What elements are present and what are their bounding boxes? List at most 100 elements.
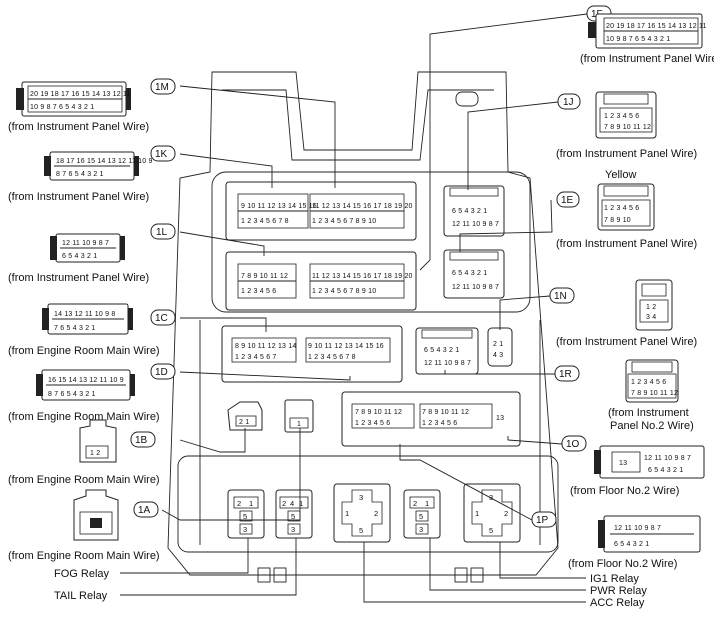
block-1m-right-row1: 11 12 13 14 15 16 17 18 19 20 (312, 203, 413, 210)
junction-block-body (167, 71, 559, 583)
block-socket-1j: 6 5 4 3 2 1 12 11 10 9 8 7 (443, 249, 505, 299)
fog-pin-2: 2 (237, 499, 241, 508)
conn-1e-row1: 1 2 3 4 5 6 (604, 205, 639, 212)
conn-1f-row2: 10 9 8 7 6 5 4 3 2 1 (606, 36, 670, 43)
relay-pwr: 2 1 5 3 (403, 489, 441, 539)
pwr-pin-5: 5 (419, 512, 423, 521)
acc-pin-3: 3 (359, 493, 363, 502)
block-socket-1c: 8 9 10 11 12 13 14 1 2 3 4 5 6 7 9 10 11… (221, 325, 403, 383)
connector-1p: 12 11 10 9 8 7 6 5 4 3 2 1 (from Floor N… (568, 515, 701, 570)
conn-1o-extra: 13 (619, 460, 627, 467)
conn-1o-row2: 6 5 4 3 2 1 (648, 467, 683, 474)
conn-1r-source-2: Panel No.2 Wire) (610, 420, 694, 432)
tail-pin-2: 2 (282, 499, 286, 508)
block-1c-right-row1: 9 10 11 12 13 14 15 16 (308, 343, 384, 350)
block-1l-left-row2: 1 2 3 4 5 6 (241, 288, 276, 295)
block-1b-row1: 2 1 (239, 419, 249, 426)
tail-pin-1: 1 (299, 499, 303, 508)
conn-1b-source: (from Engine Room Main Wire) (8, 474, 160, 486)
id-1p: 1P (536, 515, 549, 526)
block-1p-left-row1: 7 8 9 10 11 12 (355, 409, 402, 416)
block-1n-row1: 2 1 (493, 341, 503, 348)
ig1-pin-5: 5 (489, 526, 493, 535)
block-1l-right-row1: 11 12 13 14 15 16 17 18 19 20 (312, 273, 413, 280)
block-1c-left-row2: 1 2 3 4 5 6 7 (235, 354, 277, 361)
conn-1e-color: Yellow (605, 169, 636, 181)
connector-1l: 12 11 10 9 8 7 6 5 4 3 2 1 (from Instrum… (8, 233, 149, 284)
conn-1c-source: (from Engine Room Main Wire) (8, 345, 160, 357)
conn-1m-row1: 20 19 18 17 16 15 14 13 12 11 (30, 91, 131, 98)
id-1d: 1D (155, 367, 168, 378)
connector-1o: 13 12 11 10 9 8 7 6 5 4 3 2 1 (from Floo… (570, 445, 705, 497)
block-socket-1p: 7 8 9 10 11 12 1 2 3 4 5 6 7 8 9 10 11 1… (341, 391, 521, 447)
relay-fog: 2 1 5 3 (227, 489, 265, 539)
conn-1r-row2: 7 8 9 10 11 12 (631, 390, 678, 397)
block-1m-right-row2: 1 2 3 4 5 6 7 8 9 10 (312, 218, 376, 225)
block-1l-left-row1: 7 8 9 10 11 12 (241, 273, 288, 280)
conn-1m-source: (from Instrument Panel Wire) (8, 121, 149, 133)
conn-1m-row2: 10 9 8 7 6 5 4 3 2 1 (30, 104, 94, 111)
id-1c: 1C (155, 313, 168, 324)
label-tail-relay: TAIL Relay (54, 590, 108, 602)
connector-1e: Yellow 1 2 3 4 5 6 7 8 9 10 (from Instru… (556, 169, 697, 250)
connector-1c: 14 13 12 11 10 9 8 7 6 5 4 3 2 1 (from E… (8, 303, 160, 357)
pwr-pin-2: 2 (413, 499, 417, 508)
block-1c-left-row1: 8 9 10 11 12 13 14 (235, 343, 296, 350)
conn-1k-row1: 18 17 16 15 14 13 12 11 10 9 (56, 158, 153, 165)
id-1l: 1L (156, 227, 168, 238)
connector-1r: 1 2 3 4 5 6 7 8 9 10 11 12 (from Instrum… (608, 359, 694, 432)
block-socket-1r: 6 5 4 3 2 1 12 11 10 9 8 7 (415, 327, 479, 375)
block-1f-row2: 12 11 10 9 8 7 (452, 221, 499, 228)
conn-1o-source: (from Floor No.2 Wire) (570, 485, 679, 497)
pwr-pin-3: 3 (419, 525, 423, 534)
id-1b: 1B (135, 435, 148, 446)
connector-1n: 1 2 3 4 (from Instrument Panel Wire) (556, 279, 697, 348)
block-1r-row1: 6 5 4 3 2 1 (424, 347, 459, 354)
label-fog-relay: FOG Relay (54, 568, 110, 580)
acc-pin-2: 2 (374, 509, 378, 518)
tail-pin-3: 3 (291, 525, 295, 534)
label-ig1-relay: IG1 Relay (590, 573, 639, 585)
conn-1r-row1: 1 2 3 4 5 6 (631, 379, 666, 386)
conn-1f-row1: 20 19 18 17 16 15 14 13 12 11 (606, 23, 707, 30)
block-1p-right-row1: 7 8 9 10 11 12 (422, 409, 469, 416)
conn-1l-source: (from Instrument Panel Wire) (8, 272, 149, 284)
label-acc-relay: ACC Relay (590, 597, 645, 609)
conn-1a-source: (from Engine Room Main Wire) (8, 550, 160, 562)
conn-1c-row1: 14 13 12 11 10 9 8 (54, 311, 115, 318)
fog-pin-3: 3 (243, 525, 247, 534)
leader-lines (120, 13, 588, 603)
id-1o: 1O (566, 439, 580, 450)
conn-1e-row2: 7 8 9 10 (604, 217, 631, 224)
block-1p-left-row2: 1 2 3 4 5 6 (355, 420, 390, 427)
id-1e: 1E (561, 195, 574, 206)
acc-pin-1: 1 (345, 509, 349, 518)
connector-1d: 16 15 14 13 12 11 10 9 8 7 6 5 4 3 2 1 (… (8, 369, 160, 423)
conn-1k-source: (from Instrument Panel Wire) (8, 191, 149, 203)
conn-1p-row2: 6 5 4 3 2 1 (614, 541, 649, 548)
conn-1j-source: (from Instrument Panel Wire) (556, 148, 697, 160)
conn-1d-row1: 16 15 14 13 12 11 10 9 (48, 377, 124, 384)
connector-1m: 20 19 18 17 16 15 14 13 12 11 10 9 8 7 6… (8, 81, 149, 133)
block-1m-left-row2: 1 2 3 4 5 6 7 8 (241, 218, 289, 225)
block-1p-right-row2: 1 2 3 4 5 6 (422, 420, 457, 427)
conn-1f-source: (from Instrument Panel Wire) (580, 53, 714, 65)
conn-1j-row1: 1 2 3 4 5 6 (604, 113, 639, 120)
conn-1d-row2: 8 7 6 5 4 3 2 1 (48, 391, 96, 398)
connector-1j: 1 2 3 4 5 6 7 8 9 10 11 12 (from Instrum… (556, 91, 697, 160)
block-socket-1m: 9 10 11 12 13 14 15 16 1 2 3 4 5 6 7 8 1… (225, 181, 417, 241)
connector-id-bubbles: 1F 1M 1J 1K 1E 1L 1N 1C 1D 1R 1B 1O 1A 1… (130, 5, 612, 528)
conn-1l-row1: 12 11 10 9 8 7 (62, 240, 109, 247)
id-1k: 1K (155, 149, 168, 160)
ig1-pin-3: 3 (489, 493, 493, 502)
acc-pin-5: 5 (359, 526, 363, 535)
block-socket-1l: 7 8 9 10 11 12 1 2 3 4 5 6 11 12 13 14 1… (225, 251, 417, 311)
relay-ig1: 3 1 2 5 (463, 483, 521, 543)
connector-1a: (from Engine Room Main Wire) (8, 489, 160, 562)
pwr-pin-1: 1 (425, 499, 429, 508)
tail-pin-5: 5 (291, 512, 295, 521)
block-1p-extra: 13 (496, 415, 504, 422)
tail-pin-4: 4 (290, 499, 294, 508)
id-1r: 1R (559, 369, 572, 380)
